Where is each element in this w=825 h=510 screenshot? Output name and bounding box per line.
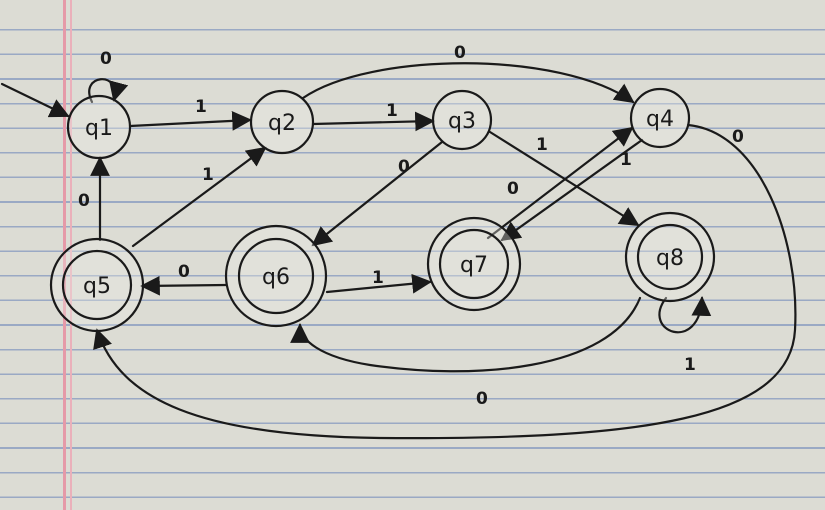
edge-q5-q2	[131, 146, 267, 248]
edge-q8-q8	[658, 296, 712, 334]
label-q2-q4: 0	[454, 43, 466, 63]
label-q1-q1: 0	[100, 49, 112, 69]
label-q8-q8: 1	[684, 355, 696, 375]
edge-q6-q7	[325, 273, 432, 294]
state-label-q7: q7	[460, 253, 488, 278]
edge-q1-q2	[128, 111, 252, 131]
label-q2-q3: 1	[386, 101, 398, 121]
state-q7: q7	[426, 216, 522, 312]
state-label-q8: q8	[656, 246, 684, 271]
edge-q3-q6	[311, 140, 444, 247]
label-q6-q7: 1	[372, 268, 384, 288]
edge-q1-q1	[88, 78, 129, 104]
start-arrow	[0, 82, 70, 118]
edge-q6-q5	[140, 275, 228, 296]
edge-q4-q7	[500, 138, 644, 242]
edge-q3-q8	[488, 130, 640, 227]
state-q1: q1	[66, 94, 132, 160]
edge-q2-q3	[311, 111, 435, 132]
label-q3-q8: 1	[536, 135, 548, 155]
state-q6: q6	[224, 224, 328, 328]
state-label-q5: q5	[83, 274, 111, 299]
state-q3: q3	[431, 89, 493, 151]
label-q5-q1: 0	[78, 191, 90, 211]
label-q4-q7: 1	[620, 150, 632, 170]
label-q5-q2: 1	[202, 165, 214, 185]
label-q3-q6: 0	[398, 157, 410, 177]
margin-line-secondary	[70, 0, 72, 510]
edge-q8-q6	[290, 296, 642, 373]
state-label-q4: q4	[646, 107, 674, 132]
state-label-q1: q1	[85, 116, 113, 141]
label-q6-q5: 0	[178, 262, 190, 282]
label-q7-q4: 0	[507, 179, 519, 199]
edge-q4-q5	[93, 123, 797, 440]
state-label-q2: q2	[268, 111, 296, 136]
edge-q7-q4	[486, 126, 634, 240]
label-q8-q6: 0	[476, 389, 488, 409]
state-q4: q4	[629, 87, 691, 149]
state-q5: q5	[49, 237, 145, 333]
label-q4-q5: 0	[732, 127, 744, 147]
transitions	[88, 62, 797, 440]
state-q2: q2	[249, 89, 315, 155]
margin-line	[63, 0, 66, 510]
state-q8: q8	[624, 211, 716, 303]
state-label-q3: q3	[448, 109, 476, 134]
transition-labels: 0 1 1 0 0 1 1 0 0 0 1 0 1 0 1	[78, 43, 744, 409]
edge-q2-q4	[301, 62, 635, 104]
label-q1-q2: 1	[195, 97, 207, 117]
state-label-q6: q6	[262, 265, 290, 290]
